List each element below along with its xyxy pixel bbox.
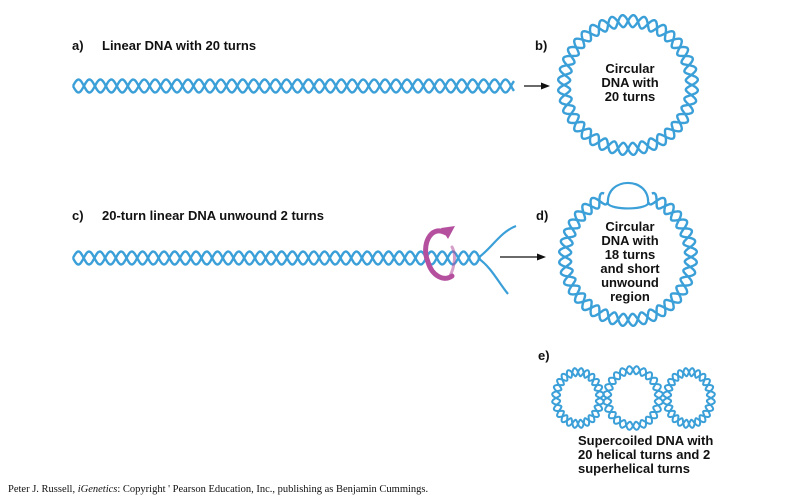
arrow-head xyxy=(537,253,546,261)
unwound-strand-top xyxy=(606,181,650,204)
rotation-arrow-body xyxy=(423,228,455,281)
panel-c-title: 20-turn linear DNA unwound 2 turns xyxy=(102,208,324,223)
panel-d-title: Circular DNA with 18 turns and short unw… xyxy=(600,219,660,304)
dna-strand xyxy=(477,257,509,295)
unwound-linear-dna-helix xyxy=(71,250,482,266)
panel-b-letter: b) xyxy=(535,38,548,53)
linear-dna-helix xyxy=(71,78,515,94)
dna-strand xyxy=(551,367,605,429)
panel-b-title: Circular DNA with 20 turns xyxy=(601,61,659,104)
dna-strand xyxy=(477,224,517,259)
credit-author: Peter J. Russell, xyxy=(8,484,76,495)
panel-d-letter: d) xyxy=(536,208,549,223)
dna-strand xyxy=(71,250,482,266)
right-arrow-icon xyxy=(500,253,546,261)
panel-c-letter: c) xyxy=(72,208,84,223)
credit-rest: : Copyright ' Pearson Education, Inc., p… xyxy=(117,484,429,495)
arrow-head xyxy=(541,82,550,90)
dna-strand xyxy=(557,14,699,156)
circular-dna-helix xyxy=(557,14,699,156)
dna-strand xyxy=(662,367,716,429)
supercoiled-dna xyxy=(551,365,716,431)
rotation-arrow-head xyxy=(441,226,455,239)
circular-dna-with-bubble xyxy=(557,181,699,327)
dna-strand xyxy=(71,78,515,94)
dna-strand xyxy=(71,78,515,94)
credit-book: iGenetics xyxy=(77,484,118,495)
rotation-arrow-icon xyxy=(423,226,456,281)
dna-strand xyxy=(557,191,698,327)
dna-strand xyxy=(551,367,605,429)
dna-strand xyxy=(602,365,664,431)
dna-strand xyxy=(602,365,664,431)
unwound-strand-bottom xyxy=(606,202,650,210)
rotation-arrow-back xyxy=(448,245,456,278)
dna-strand xyxy=(662,367,716,429)
panel-a-title: Linear DNA with 20 turns xyxy=(102,38,257,53)
right-arrow-icon xyxy=(524,82,550,90)
unwound-strands xyxy=(477,224,517,295)
panel-e-title: Supercoiled DNA with 20 helical turns an… xyxy=(578,433,714,476)
copyright-credit: Peter J. Russell, iGenetics: Copyright '… xyxy=(8,484,428,495)
panel-e-letter: e) xyxy=(538,348,550,363)
panel-a-letter: a) xyxy=(72,38,84,53)
